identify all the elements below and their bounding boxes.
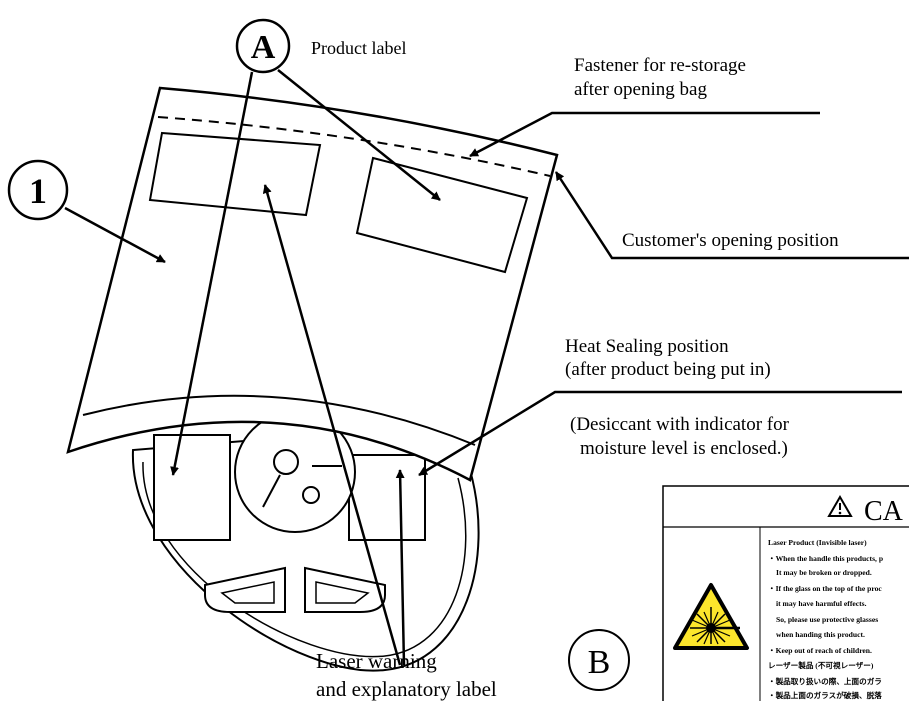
caution-line-6: So, please use protective glasses: [776, 615, 878, 624]
arrow-a-to-bag-label: [277, 69, 441, 201]
fastener-text-1: Fastener for re-storage: [574, 55, 746, 76]
caution-line-4: ・If the glass on the top of the proc: [768, 584, 882, 593]
laser-label-text-2: and explanatory label: [316, 677, 497, 701]
product-left-label-area: [153, 434, 231, 541]
heat-seal-text-2: (after product being put in): [565, 359, 771, 380]
caution-line-1: Laser Product (Invisible laser): [768, 538, 867, 547]
arrow-1-to-bag: [64, 206, 166, 264]
svg-text:1: 1: [29, 171, 47, 211]
bag-fastener-line: [157, 116, 551, 177]
caution-line-10: ・製品取り扱いの際、上面のガラ: [768, 676, 882, 686]
arrow-opening-position: [554, 171, 909, 260]
bag-left-label-area: [148, 131, 322, 217]
caution-line-2: ・When the handle this products, p: [768, 554, 883, 563]
caution-line-3: It may be broken or dropped.: [776, 568, 872, 577]
marker-a: A: [235, 18, 291, 74]
arrow-laser-to-product: [395, 469, 406, 666]
laser-label-text-1: Laser warning: [316, 649, 437, 673]
arrow-a-to-product: [170, 71, 254, 476]
bag-right-label-area: [355, 156, 529, 274]
marker-1: 1: [7, 159, 69, 221]
arrow-fastener: [469, 111, 820, 158]
caution-label: CA Laser Product (Invisible laser) ・When…: [662, 485, 909, 701]
caution-line-7: when handing this product.: [776, 630, 865, 639]
fastener-text-2: after opening bag: [574, 79, 707, 100]
caution-triangle-icon: [827, 495, 853, 517]
laser-hazard-icon: [673, 583, 749, 650]
marker-b: B: [568, 629, 630, 691]
caution-title: CA: [864, 496, 904, 527]
caution-line-8: ・Keep out of reach of children.: [768, 646, 872, 655]
caution-line-9: レーザー製品 (不可視レーザー): [768, 660, 874, 670]
desiccant-text-2: moisture level is enclosed.): [580, 438, 788, 459]
caution-line-11: ・製品上面のガラスが破損、脱落: [768, 690, 882, 700]
arrow-laser-to-bag-label: [262, 184, 402, 666]
opening-position-text: Customer's opening position: [622, 230, 839, 251]
heat-seal-line: [82, 394, 476, 446]
desiccant-text-1: (Desiccant with indicator for: [570, 414, 789, 435]
arrow-heat-seal: [418, 390, 902, 477]
svg-text:B: B: [588, 644, 611, 681]
product-vents: [204, 566, 386, 613]
caution-line-5: it may have harmful effects.: [776, 599, 867, 608]
svg-text:A: A: [251, 29, 276, 66]
product-label-text: Product label: [311, 38, 407, 58]
heat-seal-text-1: Heat Sealing position: [565, 336, 729, 357]
